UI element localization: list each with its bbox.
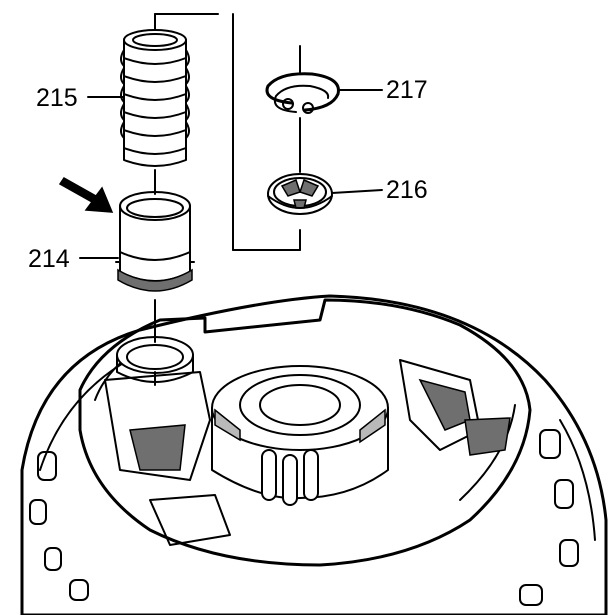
callout-216: 216 bbox=[386, 176, 428, 204]
alignment-lines bbox=[154, 13, 301, 386]
leader-lines bbox=[79, 89, 383, 259]
callout-215: 215 bbox=[36, 84, 78, 112]
indicator-arrow bbox=[58, 177, 114, 213]
callout-217: 217 bbox=[386, 76, 428, 104]
spring-215 bbox=[120, 29, 190, 167]
callout-214: 214 bbox=[28, 245, 70, 273]
retainer-plate-216 bbox=[267, 173, 333, 215]
housing-casting bbox=[20, 294, 608, 615]
piston-214 bbox=[115, 191, 195, 292]
snap-ring-217 bbox=[265, 72, 340, 114]
